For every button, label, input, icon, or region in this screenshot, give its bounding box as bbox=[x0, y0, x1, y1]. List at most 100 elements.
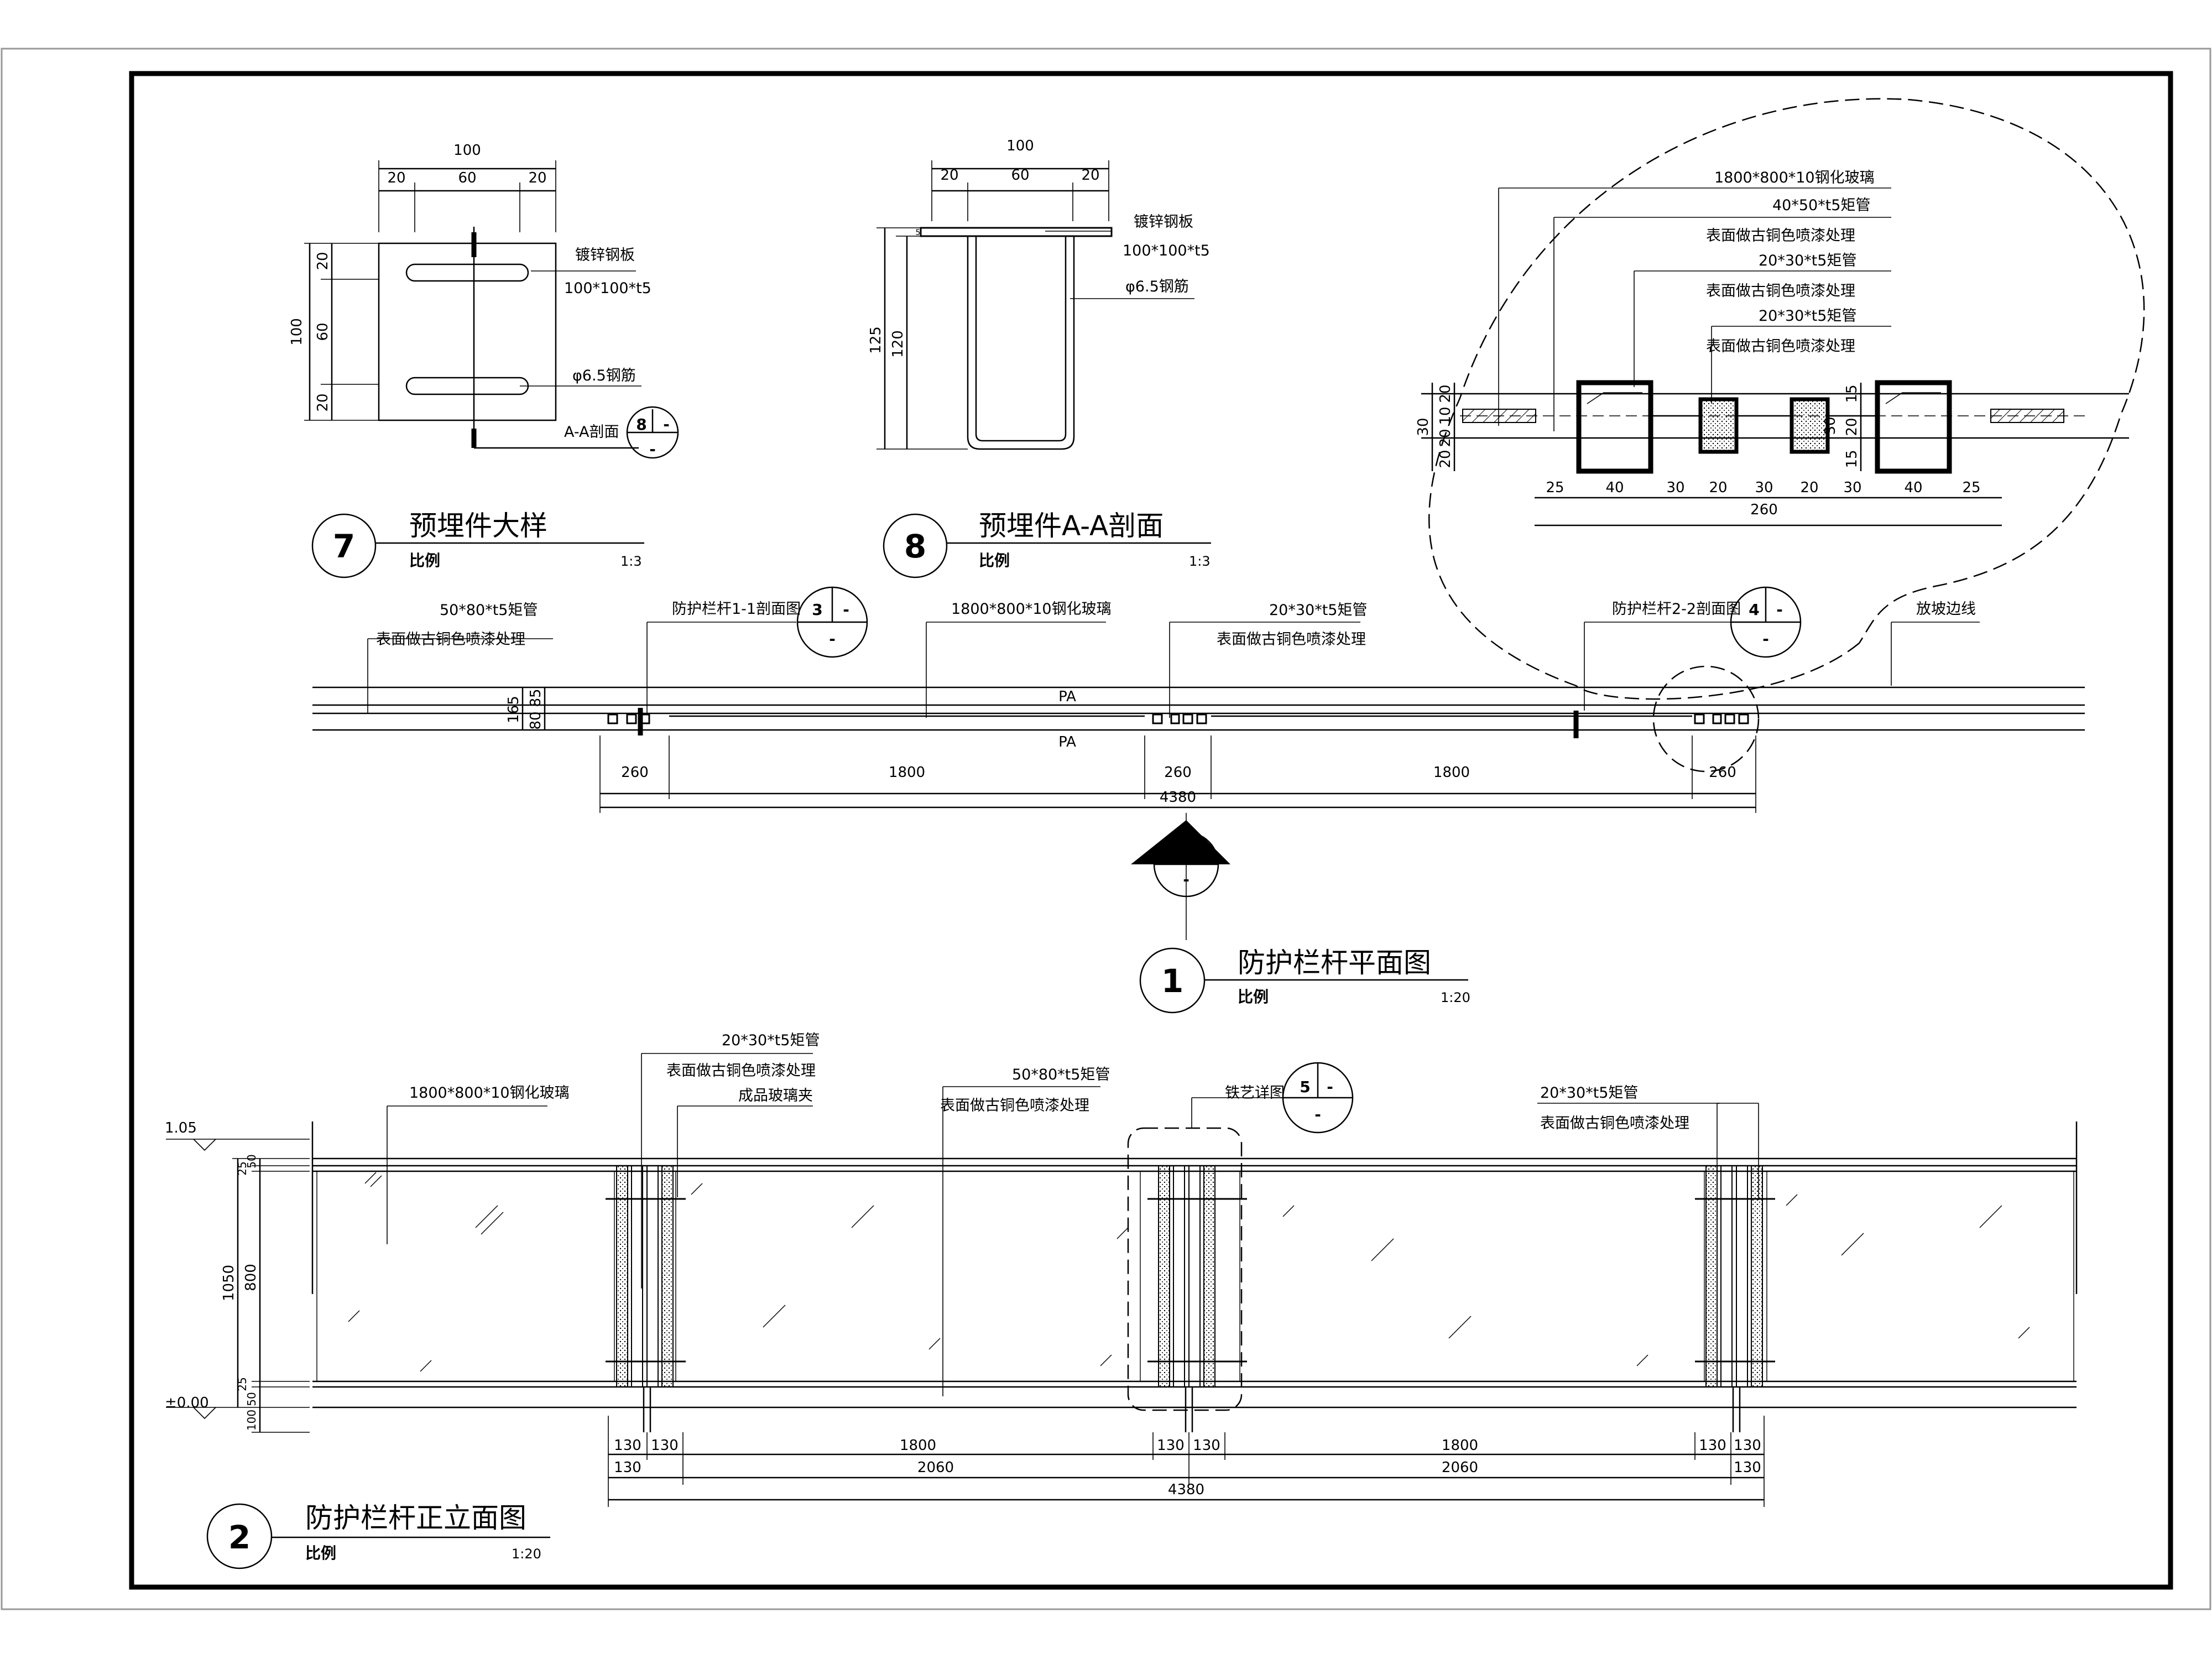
d8-title: 预埋件A-A剖面 bbox=[979, 510, 1164, 542]
d4-note: 表面做古铜色喷漆处理 bbox=[1706, 283, 1855, 300]
d7-note-section: A-A剖面 bbox=[564, 424, 619, 441]
detail-7-embedded-plate: 100 20 60 20 100 20 60 20 镀锌钢板 100*100*t… bbox=[289, 142, 679, 578]
elev-dim-25b: 25 bbox=[236, 1377, 249, 1391]
elev-level-bottom: ±0.00 bbox=[165, 1395, 209, 1411]
plan-pa-top: PA bbox=[1058, 688, 1076, 705]
elev-label-finish1: 表面做古铜色喷漆处理 bbox=[666, 1062, 816, 1079]
elev-label-glass: 1800*800*10钢化玻璃 bbox=[409, 1084, 570, 1102]
d7-dim-va: 20 bbox=[315, 252, 331, 270]
d8-title-bubble bbox=[883, 513, 948, 578]
elev-title-bubble bbox=[206, 1503, 273, 1569]
elev-dim: 2060 bbox=[1442, 1459, 1478, 1476]
elev-scale-label: 比例 bbox=[305, 1544, 336, 1562]
elev-dim: 130 bbox=[614, 1437, 641, 1454]
d4-tube-20x30-b bbox=[1790, 397, 1830, 454]
d7-dim-total: 100 bbox=[453, 142, 481, 159]
d4-left-dim: 20 bbox=[1437, 450, 1454, 468]
elev-dim: 2060 bbox=[917, 1459, 954, 1476]
d4-note: 20*30*t5矩管 bbox=[1759, 252, 1856, 269]
plan-label-tube50: 50*80*t5矩管 bbox=[440, 602, 538, 619]
elev-dim: 130 bbox=[614, 1459, 641, 1476]
elev-label-tube50: 50*80*t5矩管 bbox=[1012, 1066, 1110, 1083]
plan-dim: 260 bbox=[1164, 764, 1192, 781]
plan-title: 防护栏杆平面图 bbox=[1238, 947, 1431, 979]
d8-scale-label: 比例 bbox=[979, 551, 1010, 570]
plan-label-section11: 防护栏杆1-1剖面图 bbox=[672, 601, 801, 618]
d8-rebar-u-outer bbox=[967, 237, 1075, 450]
d4-notes: 1800*800*10钢化玻璃 40*50*t5矩管 表面做古铜色喷漆处理 20… bbox=[1706, 169, 1875, 355]
d8-number: 8 bbox=[904, 528, 926, 565]
d4-left-dim: 30 bbox=[1415, 418, 1432, 436]
plan-section-2-arrow bbox=[1131, 820, 1230, 864]
d8-note-plate-name: 镀锌钢板 bbox=[1134, 213, 1193, 231]
d4-note: 1800*800*10钢化玻璃 bbox=[1714, 169, 1875, 186]
d7-dim-a: 20 bbox=[387, 170, 405, 186]
d4-glass-left bbox=[1462, 409, 1536, 423]
elev-number: 2 bbox=[228, 1519, 251, 1556]
elev-label-tube20: 20*30*t5矩管 bbox=[722, 1032, 820, 1049]
elev-label-tube20b: 20*30*t5矩管 bbox=[1540, 1084, 1638, 1102]
d4-dim: 30 bbox=[1666, 479, 1684, 496]
elev-label-iron: 铁艺详图 bbox=[1225, 1084, 1285, 1102]
d4-tube-40x50-right bbox=[1875, 380, 1952, 474]
d7-scale-label: 比例 bbox=[409, 551, 440, 570]
elev-dim: 130 bbox=[1699, 1437, 1726, 1454]
elev-dim-50: 50 bbox=[245, 1154, 258, 1168]
d7-rebar-slot-bottom bbox=[405, 377, 529, 395]
d8-rebar-u-inner bbox=[975, 237, 1067, 442]
d4-tube-20x30-a bbox=[1698, 397, 1739, 454]
d7-note-rebar: φ6.5钢筋 bbox=[572, 367, 636, 384]
plan-ref2-below: - bbox=[1183, 870, 1190, 889]
elev-level-marker-bottom bbox=[193, 1407, 216, 1420]
elev-glass-panel-3 bbox=[1239, 1171, 1705, 1382]
d7-title: 预埋件大样 bbox=[409, 510, 547, 542]
d7-ref-sheet: - bbox=[663, 415, 670, 434]
elev-level-marker-top bbox=[193, 1139, 216, 1151]
elev-dim: 1800 bbox=[1442, 1437, 1478, 1454]
elev-dim-800: 800 bbox=[243, 1264, 259, 1291]
plan-label-slope: 放坡边线 bbox=[1916, 601, 1976, 618]
d4-dim: 20 bbox=[1800, 479, 1818, 496]
elev-glass-panel-2 bbox=[675, 1171, 1141, 1382]
elev-label-clip: 成品玻璃夹 bbox=[738, 1087, 813, 1104]
plan-ref4-num: 4 bbox=[1749, 601, 1759, 619]
d7-dim-vb: 60 bbox=[315, 322, 331, 341]
d7-dim-vc: 20 bbox=[315, 393, 331, 411]
d4-note: 40*50*t5矩管 bbox=[1772, 197, 1870, 214]
d4-dim: 30 bbox=[1843, 479, 1861, 496]
plan-post-group-2 bbox=[1152, 713, 1207, 724]
elev-dim-total: 4380 bbox=[1168, 1481, 1204, 1498]
plan-ref3-below: - bbox=[829, 630, 836, 648]
d4-dim-total: 260 bbox=[1750, 502, 1778, 518]
elev-dim: 130 bbox=[651, 1437, 679, 1454]
elev-glass-reflections bbox=[348, 1172, 2030, 1372]
plan-ref2-sheet: - bbox=[1196, 844, 1202, 862]
plan-dim-80: 80 bbox=[528, 711, 544, 729]
elev-dim: 130 bbox=[1734, 1459, 1761, 1476]
elev-dim-50b: 50 bbox=[245, 1392, 258, 1406]
elev-ref5-sheet: - bbox=[1327, 1078, 1333, 1096]
plan-dim-85: 85 bbox=[528, 688, 544, 707]
elev-ref5-num: 5 bbox=[1300, 1078, 1310, 1096]
d8-scale: 1:3 bbox=[1189, 554, 1211, 569]
elev-label-finish2: 表面做古铜色喷漆处理 bbox=[940, 1097, 1089, 1114]
plan-dim: 1800 bbox=[889, 764, 925, 781]
plan-view: PA PA 165 80 85 bbox=[312, 586, 2085, 1014]
elev-glass-clips bbox=[606, 1198, 1775, 1363]
elev-post-3 bbox=[1705, 1165, 1763, 1432]
elev-dim-1050: 1050 bbox=[221, 1265, 237, 1301]
plan-ref4-below: - bbox=[1762, 630, 1769, 648]
elev-dim-25: 25 bbox=[236, 1161, 249, 1175]
d8-dim-c: 20 bbox=[1081, 167, 1099, 184]
plan-detail-4-callout-circle bbox=[1652, 665, 1760, 773]
plan-label-finish2: 表面做古铜色喷漆处理 bbox=[1217, 631, 1366, 648]
d8-dim-t5: 5 bbox=[916, 228, 921, 237]
elev-detail-5-callout bbox=[1127, 1127, 1243, 1411]
plan-dim: 260 bbox=[1709, 764, 1736, 781]
elev-post-2 bbox=[1158, 1165, 1215, 1432]
elev-post-1 bbox=[616, 1165, 674, 1432]
d4-right-dim: 15 bbox=[1844, 384, 1860, 403]
plan-pa-bottom: PA bbox=[1058, 734, 1076, 750]
d7-dim-b: 60 bbox=[458, 170, 476, 186]
elev-glass-panel-1 bbox=[316, 1171, 615, 1382]
